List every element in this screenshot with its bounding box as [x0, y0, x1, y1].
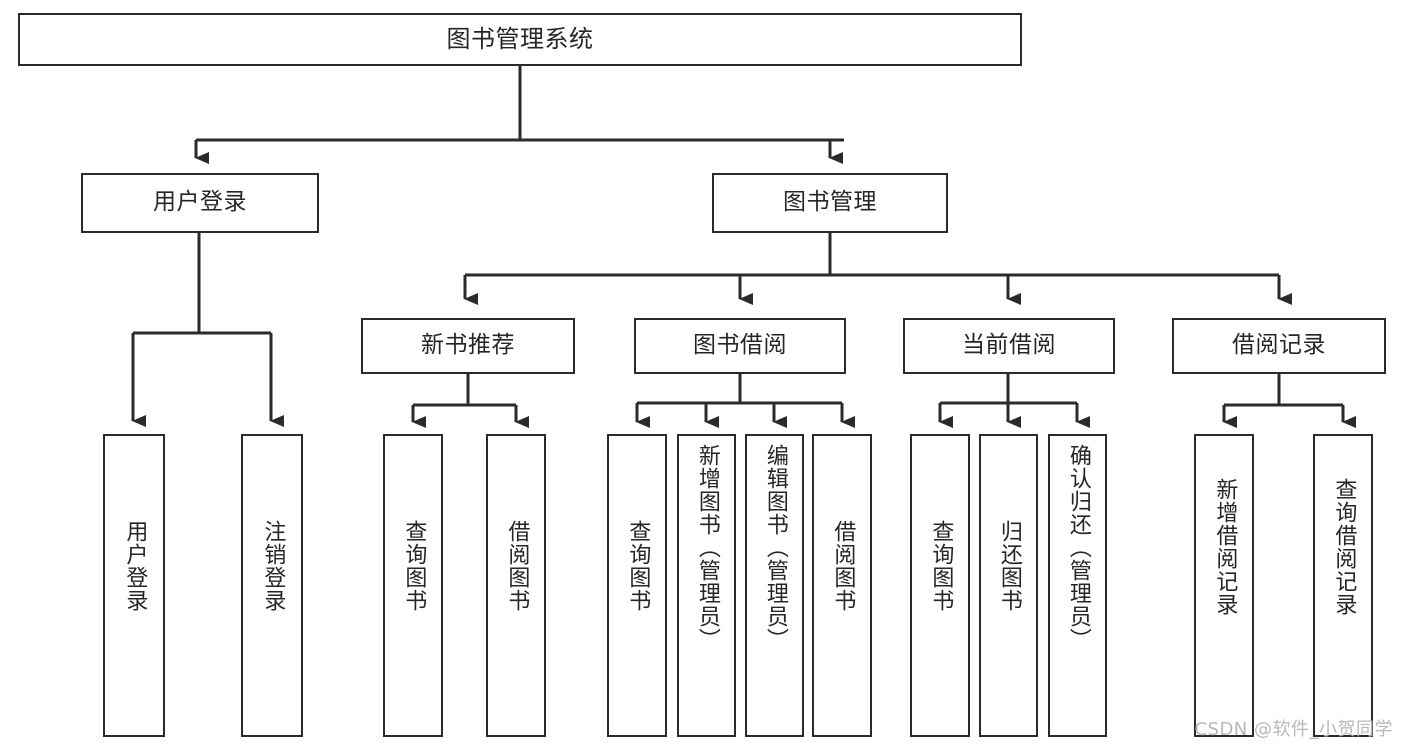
- node-leaf-borrow-book-recommend[interactable]: 借阅图书: [486, 434, 546, 737]
- node-label: 归还图书: [996, 520, 1022, 612]
- node-label: 查询图书: [401, 520, 427, 612]
- node-label: 当前借阅: [962, 332, 1056, 359]
- node-label: 借阅图书: [830, 520, 856, 612]
- node-label: 图书管理系统: [446, 25, 594, 54]
- node-label: 新书推荐: [421, 332, 515, 359]
- node-borrow-record[interactable]: 借阅记录: [1172, 318, 1386, 374]
- node-leaf-query-book-borrow[interactable]: 查询图书: [607, 434, 667, 737]
- node-root-book-management-system[interactable]: 图书管理系统: [18, 13, 1022, 66]
- node-leaf-edit-book[interactable]: 编辑图书（管理员）: [745, 434, 804, 737]
- node-label: 新增借阅记录: [1212, 478, 1238, 616]
- node-label: 图书借阅: [693, 332, 787, 359]
- node-label: 编辑图书（管理员）: [762, 444, 788, 651]
- node-leaf-user-login[interactable]: 用户登录: [103, 434, 165, 737]
- node-new-book-recommend[interactable]: 新书推荐: [361, 318, 575, 374]
- node-label: 查询图书: [928, 520, 954, 612]
- node-label: 确认归还（管理员）: [1065, 444, 1091, 651]
- node-user-login[interactable]: 用户登录: [81, 173, 319, 233]
- node-label: 借阅图书: [504, 520, 530, 612]
- node-label: 注销登录: [260, 520, 286, 612]
- node-current-borrow[interactable]: 当前借阅: [903, 318, 1115, 374]
- node-label: 借阅记录: [1232, 332, 1326, 359]
- node-leaf-query-book-recommend[interactable]: 查询图书: [383, 434, 443, 737]
- node-label: 新增图书（管理员）: [694, 444, 720, 651]
- node-label: 查询图书: [625, 520, 651, 612]
- node-label: 查询借阅记录: [1331, 478, 1357, 616]
- node-leaf-add-borrow-record[interactable]: 新增借阅记录: [1194, 434, 1254, 737]
- node-leaf-add-book[interactable]: 新增图书（管理员）: [677, 434, 736, 737]
- node-leaf-confirm-return[interactable]: 确认归还（管理员）: [1048, 434, 1107, 737]
- node-leaf-return-book[interactable]: 归还图书: [979, 434, 1038, 737]
- node-label: 用户登录: [153, 189, 247, 216]
- node-book-borrow[interactable]: 图书借阅: [634, 318, 846, 374]
- node-label: 用户登录: [122, 520, 148, 612]
- node-leaf-query-book-current[interactable]: 查询图书: [910, 434, 970, 737]
- node-leaf-borrow-book[interactable]: 借阅图书: [812, 434, 872, 737]
- node-leaf-logout[interactable]: 注销登录: [241, 434, 303, 737]
- node-label: 图书管理: [783, 189, 877, 216]
- node-leaf-query-borrow-record[interactable]: 查询借阅记录: [1313, 434, 1373, 737]
- node-book-manage[interactable]: 图书管理: [712, 173, 948, 233]
